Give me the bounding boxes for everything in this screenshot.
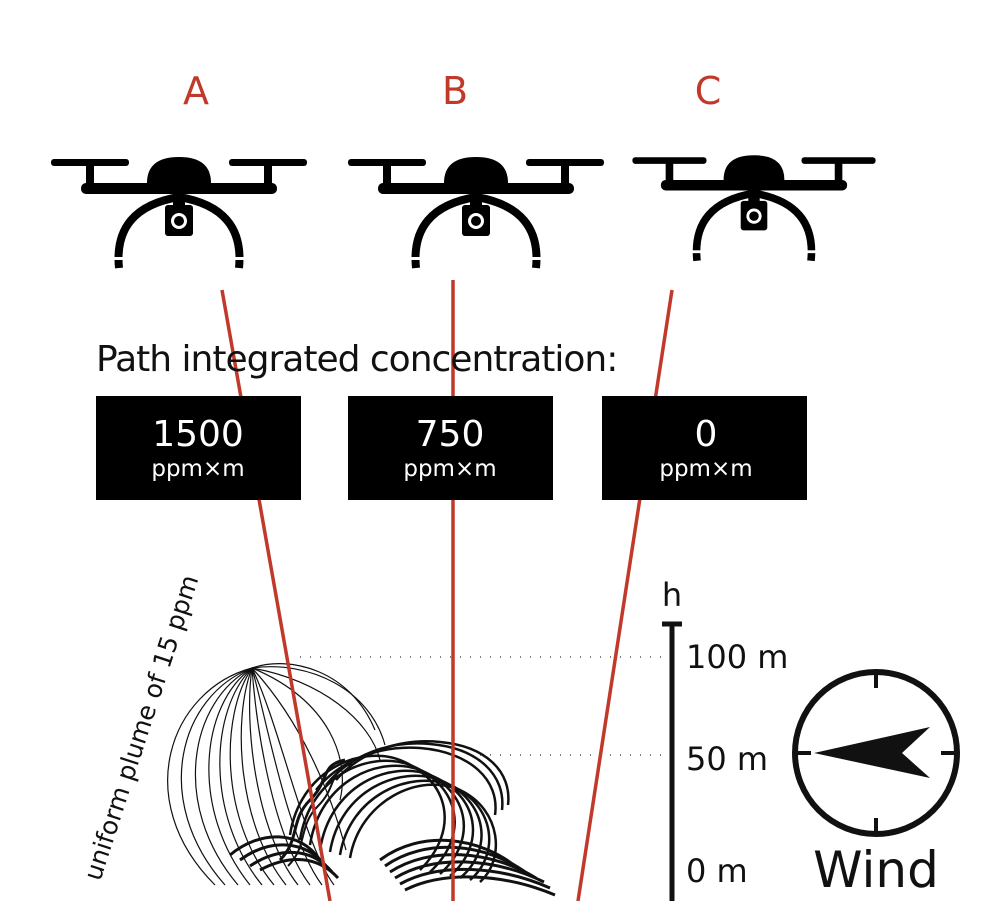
height-tick-100m: 100 m	[686, 638, 788, 676]
wind-label: Wind	[813, 841, 939, 899]
drone-c-label: C	[695, 69, 722, 113]
concentration-value-b: 750	[416, 414, 485, 455]
concentration-unit-b: ppm×m	[403, 456, 496, 482]
drone-b-icon	[348, 157, 604, 268]
height-axis-label: h	[662, 576, 682, 614]
height-tick-0m: 0 m	[686, 852, 748, 890]
height-scale: h 100 m 50 m 0 m	[662, 576, 788, 901]
laser-beam-c	[576, 289, 674, 901]
laser-beams	[220, 280, 674, 901]
height-tick-50m: 50 m	[686, 740, 768, 778]
concentration-box-a: 1500 ppm×m	[96, 396, 301, 500]
drone-a-label: A	[183, 69, 209, 113]
concentration-unit-a: ppm×m	[151, 456, 244, 482]
concentration-value-c: 0	[695, 414, 718, 455]
plume-label: uniform plume of 15 ppm	[78, 571, 204, 883]
drone-b-label: B	[442, 69, 468, 113]
concentration-value-a: 1500	[152, 414, 244, 455]
compass-arrow-icon	[792, 669, 960, 837]
drone-a-icon	[51, 157, 307, 268]
concentration-box-b: 750 ppm×m	[348, 396, 553, 500]
heading-text: Path integrated concentration:	[96, 339, 617, 380]
concentration-box-c: 0 ppm×m	[602, 396, 807, 500]
laser-beam-a	[220, 289, 332, 901]
concentration-unit-c: ppm×m	[659, 456, 752, 482]
drone-c-icon	[632, 155, 875, 260]
plume-drawing	[167, 663, 556, 897]
